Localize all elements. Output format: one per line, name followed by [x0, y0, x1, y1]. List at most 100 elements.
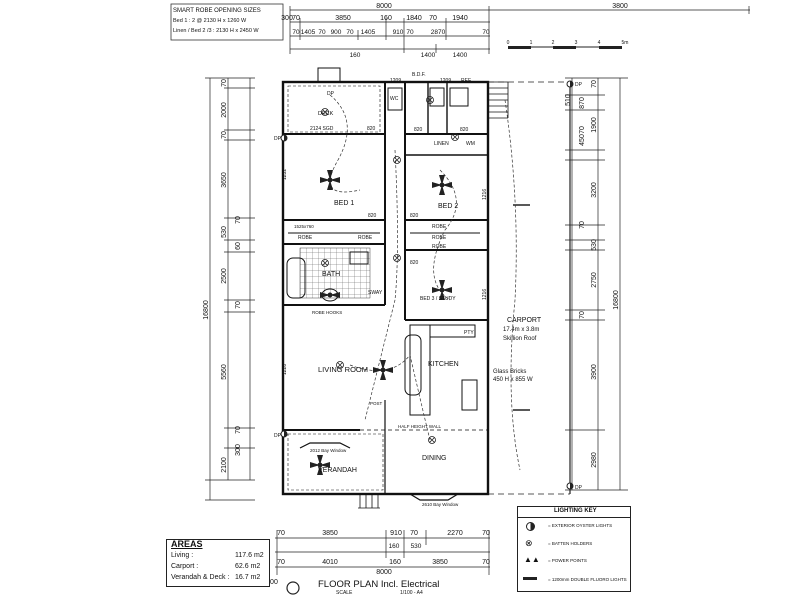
room-bed3: BED 3 / STUDY: [420, 296, 456, 302]
top-dim-row3-1: 1400: [421, 52, 436, 59]
bottom-dim-row2-0: 70: [277, 559, 285, 566]
right-dim-11: 3900: [591, 364, 598, 380]
door-820-a: 820: [367, 126, 376, 132]
bottom-dim-row1-3: 70: [410, 530, 418, 537]
batten-holder-icon: ⊗: [525, 538, 533, 548]
post-label: POST: [370, 401, 383, 406]
bottom-dim-row1-0: 70: [277, 530, 285, 537]
door-1232: 1232: [282, 169, 288, 180]
bottom-dim-row2-2: 160: [389, 559, 401, 566]
oyster-light-icon: [526, 522, 535, 531]
robe-label-4: ROBE: [432, 244, 447, 250]
top-dimension-lines: [289, 6, 750, 54]
right-dim-12: 2980: [591, 452, 598, 468]
scale-bar: [508, 46, 622, 49]
door-1216-a: 1216: [482, 189, 488, 200]
door-820-c: 820: [460, 127, 469, 133]
robe-label-3: ROBE: [432, 235, 447, 241]
right-dimension-lines: [565, 77, 628, 491]
left-dim-12: 300: [235, 444, 242, 456]
bottom-left-dim: 300: [266, 579, 278, 586]
lighting-key-item-2: = BATTEN HOLDERS: [548, 541, 593, 546]
title-marker-icon: [286, 581, 300, 595]
top-overall-dim: 8000: [376, 3, 392, 10]
right-dim-6: 3200: [591, 182, 598, 198]
bay-window-top-label: 2012 Bay Window: [310, 448, 347, 453]
door-820-d: 820: [368, 213, 377, 219]
left-dim-0: 70: [221, 79, 228, 87]
half-wall-label: HALF HEIGHT WALL: [398, 424, 442, 429]
bottom-overall-dim: 8000: [376, 569, 392, 576]
tub-label: 1525x760: [294, 224, 314, 229]
right-dim-3: 1900: [591, 117, 598, 133]
dp-label-1: DP: [327, 91, 335, 97]
top-dim-row3: 160 1400 1400: [350, 52, 468, 59]
room-deck: DECK: [318, 111, 334, 117]
left-dim-10: 70: [235, 426, 242, 434]
left-dimension-lines: [205, 77, 255, 501]
window-1209-b: 1209: [440, 78, 451, 84]
lighting-key-item-3: = POWER POINTS: [548, 558, 587, 563]
right-dim-2: 510: [565, 94, 572, 106]
carport-width-dim: 3800: [612, 3, 628, 10]
ref-label: REF: [461, 78, 471, 84]
robe-sizes-note: SMART ROBE OPENING SIZES Bed 1 : 2 @ 213…: [170, 3, 284, 41]
top-dim-row2-5: 1405: [361, 29, 376, 36]
top-dim-row1-2: 3850: [335, 15, 351, 22]
lighting-key-heading: LIGHTING KEY: [554, 508, 597, 514]
top-dim-row3-0: 160: [350, 52, 361, 59]
left-dim-6: 60: [235, 242, 242, 250]
top-dim-row3-2: 1400: [453, 52, 468, 59]
door-1216-b: 1216: [482, 289, 488, 300]
left-dim-9: 5560: [221, 364, 228, 380]
scale-bar-label-1: 1: [530, 40, 533, 46]
left-dim-13: 16800: [203, 300, 210, 320]
bdf-label: B.D.F.: [412, 72, 426, 78]
top-dim-row2-4: 70: [346, 29, 354, 36]
room-verandah: VERANDAH: [318, 467, 357, 474]
right-dim-5: 450: [579, 134, 586, 146]
scale-bar-label-2: 2: [552, 40, 555, 46]
bottom-dim-row2-4: 70: [482, 559, 490, 566]
right-dim-0: 70: [591, 80, 598, 88]
top-dim-row1-6: 1940: [452, 15, 468, 22]
right-dim-7: 70: [579, 221, 586, 229]
left-dim-5: 530: [221, 226, 228, 238]
area-label: Carport :: [171, 563, 199, 570]
carport-roof: Skillion Roof: [503, 336, 537, 342]
top-dim-row2-0: 70: [292, 29, 300, 36]
bottom-dim-row1b-0: 160: [389, 543, 400, 550]
linen-label: LINEN: [434, 141, 449, 147]
bottom-dim-row2-1: 4010: [322, 559, 338, 566]
batten-holder-symbols: [321, 96, 459, 444]
sgd-top-label: 2124 SGD: [310, 126, 334, 132]
top-dim-row1-5: 70: [429, 15, 437, 22]
electrical-wiring: [329, 94, 521, 471]
carport-title: CARPORT: [507, 317, 542, 324]
area-label: Living :: [171, 552, 194, 559]
scale-bar-label-5: 5m: [622, 40, 629, 46]
area-value: 16.7 m2: [235, 574, 261, 581]
dp-label-3: DP: [274, 433, 282, 439]
top-dim-row1-4: 1840: [406, 15, 422, 22]
room-living: LIVING ROOM: [318, 365, 368, 374]
robe-hooks-label: ROBE HOOKS: [312, 310, 342, 315]
robe-label-1: ROBE: [298, 235, 313, 241]
right-dim-13: 16800: [613, 290, 620, 310]
carport-size: 17.4m x 3.8m: [503, 327, 539, 333]
right-dim-1: 870: [579, 97, 586, 109]
left-dim-labels: 7020007036507053060250070556070210030016…: [203, 79, 242, 473]
window-1209-a: 1209: [390, 78, 401, 84]
lighting-key-item-4: = 1200mm DOUBLE FLUORO LIGHTS: [548, 577, 627, 582]
house-walls: [281, 67, 509, 509]
door-820-f: 820: [410, 260, 419, 266]
glass-bricks-size: 450 H x 855 W: [493, 377, 533, 383]
carport-outline: [488, 81, 571, 495]
door-1228: 1228: [282, 364, 288, 375]
